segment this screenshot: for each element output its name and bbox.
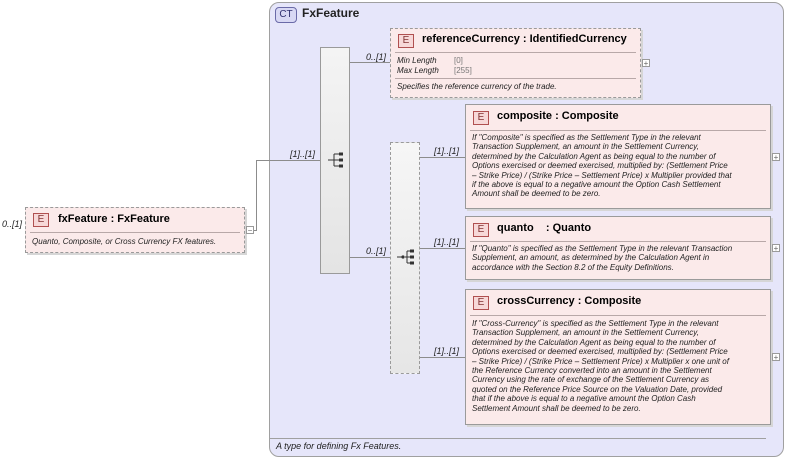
element-description: If "Composite" is specified as the Settl… (472, 133, 732, 199)
element-separator (470, 130, 766, 131)
element-title: fxFeature : FxFeature (58, 213, 170, 225)
element-title: crossCurrency : Composite (497, 295, 642, 307)
connector-to-cross-currency (420, 357, 465, 358)
description-line: if the above is equal to a negative amou… (472, 180, 721, 190)
sequence-icon (328, 152, 343, 168)
description-line: Currency using the rate of exchange of t… (472, 375, 710, 385)
expand-icon[interactable]: + (772, 153, 780, 162)
description-line: If "Quanto" is specified as the Settleme… (472, 244, 733, 253)
description-line: – Strike Price) / (Strike Price – Settle… (472, 170, 732, 180)
element-fxfeature[interactable]: E fxFeature : FxFeature Quanto, Composit… (25, 207, 245, 253)
element-cross-currency[interactable]: E crossCurrency : Composite If "Cross-Cu… (465, 289, 771, 425)
description-line: If "Cross-Currency" is specified as the … (472, 319, 719, 328)
description-line: Transaction Supplement, an amount in the… (472, 328, 699, 338)
quanto-cardinality: [1]..[1] (434, 237, 460, 247)
facet-max-length-value: [255] (454, 66, 472, 75)
element-description: Specifies the reference currency of the … (397, 82, 557, 91)
description-line: determined by the Calculation Agent as b… (472, 151, 716, 161)
sequence-compositor[interactable] (320, 47, 350, 274)
element-separator (395, 52, 636, 53)
description-line: – Strike Price) / (Strike Price – Settle… (472, 356, 729, 366)
complex-type-name: FxFeature (302, 6, 360, 20)
element-separator (30, 232, 240, 233)
expand-icon[interactable]: + (772, 244, 780, 253)
description-line: the Reference Currency converted into an… (472, 366, 712, 376)
description-line: Transaction Supplement, an amount in the… (472, 142, 699, 152)
root-cardinality: 0..[1] (2, 219, 23, 229)
complex-type-divider (270, 438, 766, 439)
element-title: composite : Composite (497, 110, 619, 122)
collapse-icon[interactable]: − (246, 226, 254, 235)
description-line: Amount shall be deemed to be zero. (472, 189, 601, 199)
connector-to-reference-currency (349, 62, 390, 63)
element-badge: E (33, 213, 49, 227)
description-line: Supplement, an amount, as determined by … (472, 253, 710, 263)
element-composite[interactable]: E composite : Composite If "Composite" i… (465, 104, 771, 209)
element-separator (470, 241, 766, 242)
reference-currency-cardinality: 0..[1] (366, 52, 387, 62)
element-separator (470, 315, 766, 316)
choice-compositor[interactable] (390, 142, 420, 374)
expand-icon[interactable]: + (772, 353, 780, 362)
element-title: quanto : Quanto (497, 222, 592, 234)
connector-to-composite (420, 157, 465, 158)
element-description: Quanto, Composite, or Cross Currency FX … (32, 237, 217, 246)
element-separator (395, 78, 636, 79)
element-description: If "Quanto" is specified as the Settleme… (472, 244, 732, 272)
element-badge: E (473, 296, 489, 310)
element-reference-currency[interactable]: E referenceCurrency : IdentifiedCurrency… (390, 28, 641, 98)
cross-currency-cardinality: [1]..[1] (434, 346, 460, 356)
description-line: If "Composite" is specified as the Settl… (472, 133, 701, 142)
facet-max-length-label: Max Length (397, 66, 439, 75)
complex-type-badge: CT (275, 7, 297, 23)
description-line: Options exercised or deemed exercised, m… (472, 347, 728, 357)
description-line: Options exercised or deemed exercised, m… (472, 161, 728, 171)
description-line: determined by the Calculation Agent as b… (472, 337, 716, 347)
sequence-cardinality: [1]..[1] (290, 149, 316, 159)
element-badge: E (473, 111, 489, 125)
facet-min-length-value: [0] (454, 56, 463, 65)
element-title: referenceCurrency : IdentifiedCurrency (422, 33, 627, 45)
connector-root-vertical (256, 160, 257, 231)
complex-type-description: A type for defining Fx Features. (276, 441, 402, 451)
element-description: If "Cross-Currency" is specified as the … (472, 319, 729, 413)
expand-icon[interactable]: + (642, 59, 650, 68)
connector-to-quanto (420, 248, 465, 249)
description-line: quoted on the Reference Price Source on … (472, 384, 723, 394)
element-badge: E (473, 223, 489, 237)
facet-min-length-label: Min Length (397, 56, 437, 65)
element-badge: E (398, 34, 414, 48)
choice-icon (397, 249, 414, 265)
connector-to-sequence (256, 160, 320, 161)
composite-cardinality: [1]..[1] (434, 146, 460, 156)
description-line: that if the above is equal to a negative… (472, 394, 696, 404)
choice-cardinality: 0..[1] (366, 246, 387, 256)
element-quanto[interactable]: E quanto : Quanto If "Quanto" is specifi… (465, 216, 771, 280)
connector-to-choice (349, 257, 390, 258)
description-line: Settlement Amount shall be deemed to be … (472, 403, 641, 413)
description-line: accordance with the Section 8.2 of the E… (472, 262, 674, 272)
